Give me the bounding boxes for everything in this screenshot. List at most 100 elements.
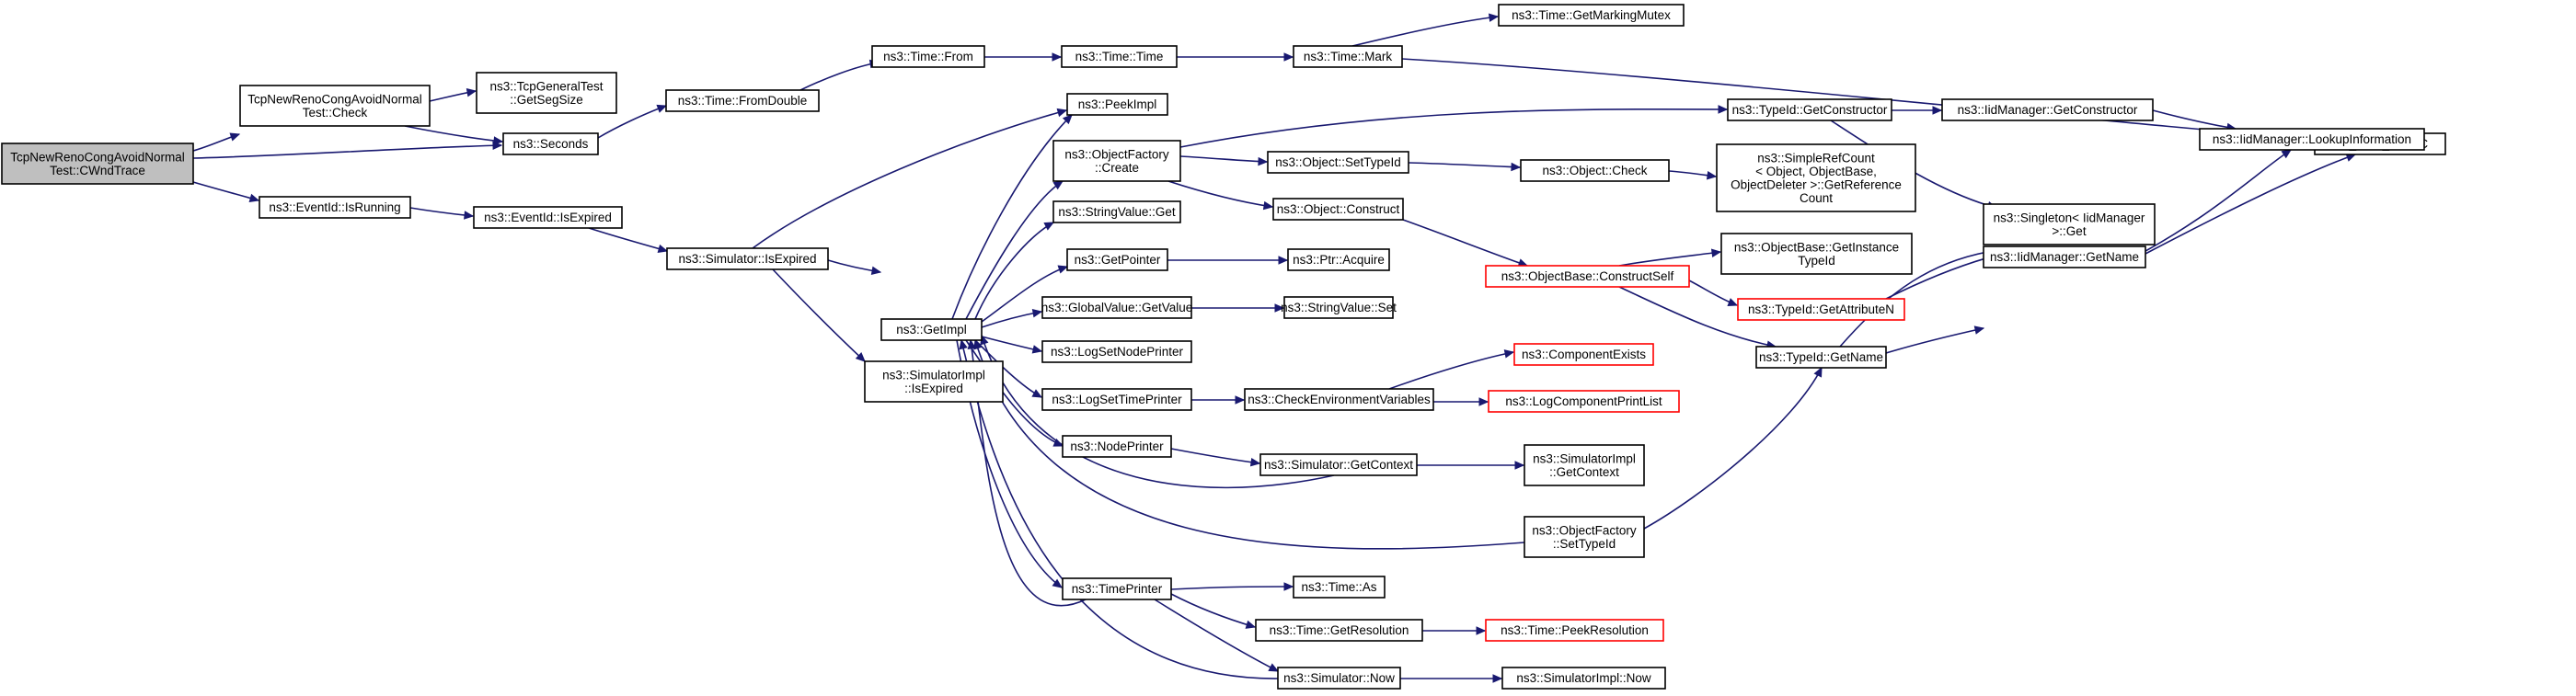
node-simnow[interactable]: ns3::Simulator::Now [1277,667,1401,690]
node-segsize[interactable]: ns3::TcpGeneralTest::GetSegSize [476,72,617,114]
node-box [1041,340,1192,363]
node-label: ns3::TcpGeneralTest [489,79,603,93]
node-compexists[interactable]: ns3::ComponentExists [1513,343,1654,366]
edge-iidname-to-nslog [2145,153,2357,255]
arrowhead [1245,620,1257,629]
edge-line [1179,108,1728,148]
node-getattr[interactable]: ns3::TypeId::GetAttributeN [1737,298,1905,321]
node-label: ns3::Time::Time [1075,50,1164,63]
node-box [880,318,983,341]
arrowhead [1262,200,1274,211]
node-label: ns3::Time::As [1301,580,1376,594]
arrowhead [464,211,475,220]
edge-ofsettypeid-to-tidname [1643,366,1823,530]
node-simexp[interactable]: ns3::Simulator::IsExpired [666,247,829,270]
arrowhead [1031,345,1043,354]
node-label: TcpNewRenoCongAvoidNormal [247,92,422,106]
edge-line [404,125,503,143]
edge-line [1351,16,1499,47]
edge-line [1618,286,1777,348]
arrowhead [967,338,977,350]
node-label: ns3::SimulatorImpl [1533,451,1636,465]
node-isrunning[interactable]: ns3::EventId::IsRunning [259,196,411,219]
node-mark[interactable]: ns3::Time::Mark [1293,45,1403,68]
edge-line [192,181,259,201]
node-construct[interactable]: ns3::Object::Construct [1272,198,1404,221]
node-box [476,72,617,114]
edge-check-to-segsize [429,87,477,102]
node-label: ns3::TypeId::GetAttributeN [1748,302,1894,316]
node-label: ns3::IidManager::GetName [1990,250,2139,264]
node-box [1755,346,1887,369]
node-nodeprinter[interactable]: ns3::NodePrinter [1062,435,1172,458]
node-fromdouble[interactable]: ns3::Time::FromDouble [665,89,820,112]
node-getctor[interactable]: ns3::TypeId::GetConstructor [1727,98,1892,121]
node-seconds[interactable]: ns3::Seconds [502,132,599,155]
node-getptr[interactable]: ns3::GetPointer [1066,248,1168,271]
node-simimplctx[interactable]: ns3::SimulatorImpl::GetContext [1524,444,1645,486]
node-getres[interactable]: ns3::Time::GetResolution [1255,619,1423,642]
edge-line [1179,155,1268,163]
arrowhead [1511,162,1522,172]
node-time[interactable]: ns3::Time::Time [1061,45,1178,68]
node-cself[interactable]: ns3::ObjectBase::ConstructSelf [1485,265,1690,288]
node-label: ns3::LogSetTimePrinter [1052,393,1182,406]
node-label: ns3::ObjectFactory [1064,147,1169,161]
node-label: ns3::GetPointer [1075,253,1161,267]
edge-check-to-seconds [404,125,504,145]
node-box [1727,98,1892,121]
edge-gvget-to-svset [1191,303,1285,313]
arrowhead [959,338,968,350]
arrowhead [1057,265,1069,274]
node-mutex[interactable]: ns3::Time::GetMarkingMutex [1498,4,1685,27]
node-settypeid[interactable]: ns3::Object::SetTypeId [1267,151,1409,174]
node-box [239,85,431,127]
edge-line [1154,599,1279,672]
node-ofsettypeid[interactable]: ns3::ObjectFactory::SetTypeId [1524,516,1645,558]
node-gvget[interactable]: ns3::GlobalValue::GetValue [1041,296,1193,319]
node-box [1277,667,1401,690]
node-getimpl[interactable]: ns3::GetImpl [880,318,983,341]
node-checkenv[interactable]: ns3::CheckEnvironmentVariables [1244,388,1434,411]
node-svget[interactable]: ns3::StringValue::Get [1052,200,1181,223]
node-isexpired[interactable]: ns3::EventId::IsExpired [473,206,623,229]
node-peekres[interactable]: ns3::Time::PeekResolution [1485,619,1664,642]
node-simimplexp[interactable]: ns3::SimulatorImpl::IsExpired [864,360,1004,403]
node-logcomp[interactable]: ns3::LogComponentPrintList [1488,390,1680,413]
node-simctx[interactable]: ns3::Simulator::GetContext [1259,453,1418,476]
edge-ofcreate-to-getctor [1179,105,1729,148]
node-from[interactable]: ns3::Time::From [871,45,985,68]
node-ofcreate[interactable]: ns3::ObjectFactory::Create [1052,140,1181,182]
node-objcheck[interactable]: ns3::Object::Check [1520,159,1670,182]
node-timeprinter[interactable]: ns3::TimePrinter [1062,577,1172,600]
node-simimplnow[interactable]: ns3::SimulatorImpl::Now [1501,667,1666,690]
node-lookup[interactable]: ns3::IidManager::LookupInformation [2199,128,2425,151]
node-timeas[interactable]: ns3::Time::As [1293,576,1386,599]
node-label: Count [1800,191,1833,205]
node-lognode[interactable]: ns3::LogSetNodePrinter [1041,340,1192,363]
node-iidgetctor[interactable]: ns3::IidManager::GetConstructor [1941,98,2154,121]
node-svset[interactable]: ns3::StringValue::Set [1281,296,1397,319]
node-singleton[interactable]: ns3::Singleton< IidManager>::Get [1983,203,2156,245]
node-ptracquire[interactable]: ns3::Ptr::Acquire [1287,248,1390,271]
node-iidname[interactable]: ns3::IidManager::GetName [1983,245,2146,268]
node-peekimpl[interactable]: ns3::PeekImpl [1066,93,1168,116]
arrowhead [1932,106,1943,115]
node-logtime[interactable]: ns3::LogSetTimePrinter [1041,388,1192,411]
edge-simexp-to-simimplexp [772,268,866,362]
edge-timeprinter-to-timeas [1170,582,1294,591]
node-srcount[interactable]: ns3::SimpleRefCount< Object, ObjectBase,… [1716,143,1916,212]
node-tidname[interactable]: ns3::TypeId::GetName [1755,346,1887,369]
node-label: ns3::Simulator::GetContext [1264,458,1413,472]
node-box [1052,140,1181,182]
edge-checkenv-to-compexists [1388,349,1515,390]
arrowhead [248,193,260,202]
node-label: TypeId [1798,254,1835,268]
arrowhead [1478,397,1489,406]
arrowhead [1278,256,1289,265]
edge-ofcreate-to-settypeid [1179,155,1269,166]
node-box [1272,198,1404,221]
